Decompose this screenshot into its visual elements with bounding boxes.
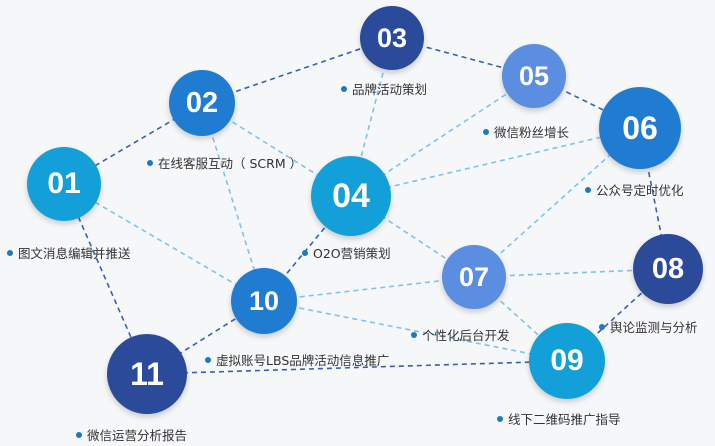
node-09: 09 [529, 323, 605, 399]
bullet-icon [483, 128, 489, 135]
edge-03-05 [391, 37, 535, 77]
bullet-icon [411, 331, 417, 338]
bullet-icon [76, 431, 82, 438]
edge-04-07 [350, 195, 475, 278]
caption-03-text: 品牌活动策划 [352, 82, 428, 97]
bullet-icon [497, 415, 503, 422]
bullet-icon [585, 186, 591, 193]
caption-05: 微信粉丝增长 [483, 122, 569, 141]
bullet-icon [302, 249, 308, 256]
node-05: 05 [502, 44, 566, 108]
caption-04: O2O营销策划 [302, 243, 391, 262]
caption-09: 线下二维码推广指导 [497, 409, 621, 428]
bullet-icon [147, 159, 153, 166]
caption-08: 舆论监测与分析 [599, 317, 698, 336]
node-10: 10 [231, 268, 297, 334]
edge-10-09 [263, 300, 568, 362]
node-03: 03 [360, 6, 424, 70]
edge-01-10 [63, 183, 265, 302]
caption-10-text: 虚拟账号LBS品牌活动信息推广 [216, 353, 390, 368]
node-11: 11 [107, 334, 187, 414]
caption-09-text: 线下二维码推广指导 [508, 412, 621, 427]
caption-02: 在线客服互动（ SCRM ） [147, 153, 302, 172]
caption-08-text: 舆论监测与分析 [610, 320, 698, 335]
caption-04-text: O2O营销策划 [313, 246, 391, 261]
edge-04-06 [350, 127, 641, 197]
caption-01: 图文消息编辑并推送 [7, 243, 131, 262]
node-04: 04 [311, 156, 391, 236]
caption-02-text: 在线客服互动（ SCRM ） [158, 156, 303, 171]
caption-10: 虚拟账号LBS品牌活动信息推广 [205, 350, 389, 369]
caption-06-text: 公众号定时优化 [596, 183, 684, 198]
edge-02-10 [201, 102, 265, 302]
caption-07: 个性化后台开发 [411, 325, 510, 344]
caption-07-text: 个性化后台开发 [422, 328, 510, 343]
caption-11: 微信运营分析报告 [76, 425, 187, 444]
caption-06: 公众号定时优化 [585, 180, 684, 199]
node-07: 07 [442, 245, 506, 309]
edge-07-06 [473, 127, 641, 278]
caption-01-text: 图文消息编辑并推送 [18, 246, 131, 261]
node-02: 02 [169, 70, 235, 136]
node-08: 08 [633, 234, 703, 304]
node-06: 06 [599, 87, 681, 169]
caption-11-text: 微信运营分析报告 [87, 428, 188, 443]
caption-05-text: 微信粉丝增长 [494, 125, 570, 140]
edge-11-09 [146, 360, 568, 375]
node-01: 01 [27, 147, 101, 221]
bullet-icon [205, 356, 211, 363]
bullet-icon [599, 323, 605, 330]
bullet-icon [7, 249, 13, 256]
bullet-icon [341, 85, 347, 92]
edge-02-03 [201, 37, 393, 104]
caption-03: 品牌活动策划 [341, 79, 427, 98]
